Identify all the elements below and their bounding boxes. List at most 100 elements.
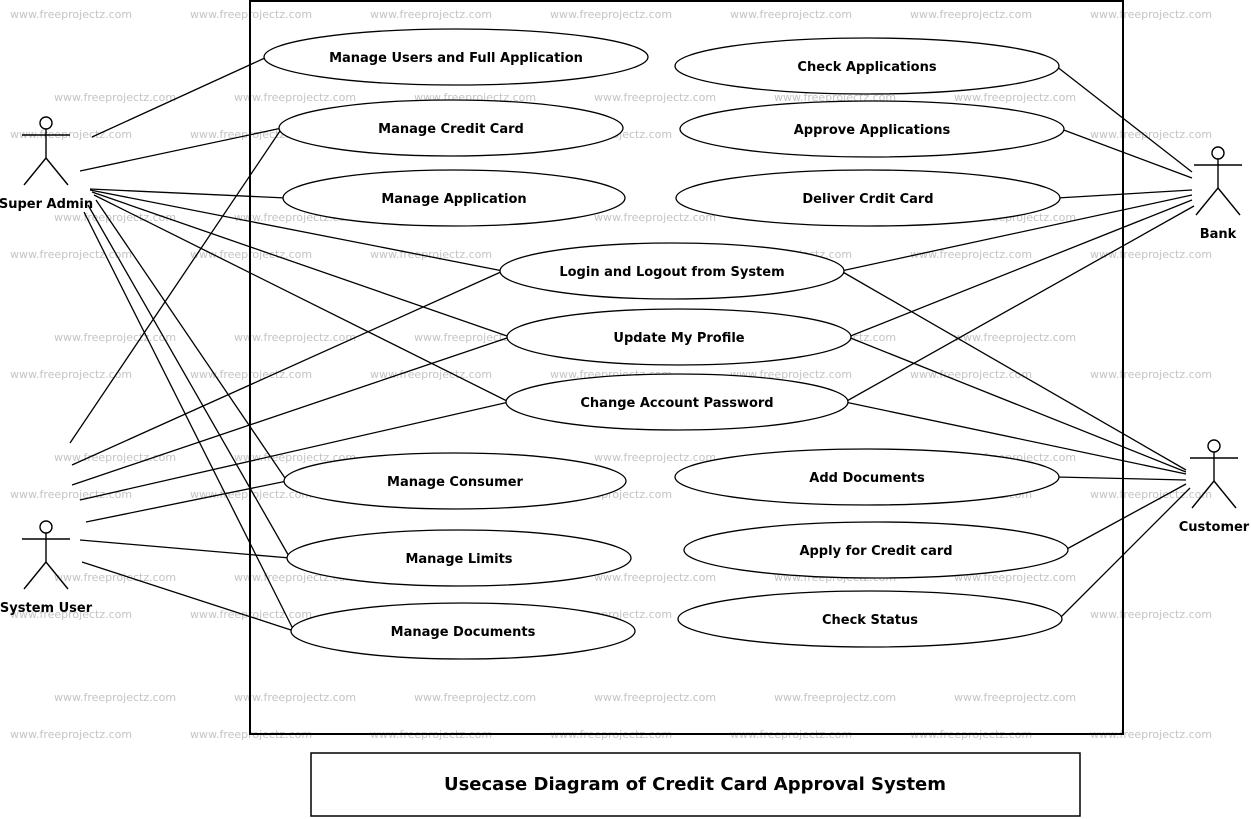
association-line-super_admin-uc2 (79, 127, 283, 172)
usecase-label: Manage Application (381, 192, 526, 207)
watermark-text: www.freeprojectz.com (234, 691, 357, 704)
association-line-customer-uc15 (1058, 487, 1191, 620)
usecase-ellipse (674, 37, 1060, 95)
usecase-label: Change Account Password (580, 396, 773, 411)
watermark-text: www.freeprojectz.com (730, 8, 853, 21)
usecase-ellipse (677, 590, 1063, 648)
usecase-uc10: Check Applications (674, 37, 1060, 95)
actor-right-leg (1213, 480, 1237, 509)
system-boundary (249, 0, 1124, 735)
watermark-text: www.freeprojectz.com (910, 8, 1033, 21)
usecase-label: Manage Documents (391, 625, 536, 640)
association-line-system_user-uc7 (85, 480, 288, 523)
usecase-label: Check Status (822, 613, 918, 628)
actor-left-leg (23, 561, 47, 590)
usecase-label: Add Documents (809, 471, 925, 486)
association-line-super_admin-uc3 (89, 188, 287, 199)
association-line-super_admin-uc8 (87, 204, 291, 559)
watermark-text: www.freeprojectz.com (414, 331, 537, 344)
actor-left-leg (23, 157, 47, 186)
usecase-label: Manage Limits (405, 552, 512, 567)
association-lines (69, 56, 1195, 632)
watermark-text: www.freeprojectz.com (954, 571, 1077, 584)
usecase-ellipse (674, 448, 1060, 506)
usecase-ellipse (283, 452, 627, 510)
usecase-ellipse (278, 99, 624, 157)
association-line-customer-uc13 (1055, 476, 1187, 481)
watermark-text: www.freeprojectz.com (10, 488, 133, 501)
usecase-uc5: Update My Profile (506, 308, 852, 366)
watermark-text: www.freeprojectz.com (594, 91, 717, 104)
watermark-text: www.freeprojectz.com (594, 451, 717, 464)
watermark-text: www.freeprojectz.com (10, 368, 133, 381)
association-line-super_admin-uc1 (91, 56, 268, 138)
usecase-layer: Manage Users and Full ApplicationManage … (263, 28, 1069, 660)
association-line-bank-uc10 (1055, 65, 1193, 173)
usecase-uc9: Manage Documents (290, 602, 636, 660)
actor-head-icon (39, 520, 53, 534)
association-line-customer-uc5 (847, 336, 1187, 473)
usecase-ellipse (679, 100, 1065, 158)
association-line-bank-uc12 (1056, 189, 1193, 199)
usecase-label: Manage Credit Card (378, 122, 524, 137)
usecase-uc8: Manage Limits (286, 529, 632, 587)
watermark-text: www.freeprojectz.com (910, 368, 1033, 381)
watermark-text: www.freeprojectz.com (910, 248, 1033, 261)
watermark-text: www.freeprojectz.com (234, 451, 357, 464)
usecase-ellipse (683, 521, 1069, 579)
usecase-ellipse (675, 169, 1061, 227)
watermark-text: www.freeprojectz.com (550, 8, 673, 21)
watermark-text: www.freeprojectz.com (1090, 368, 1213, 381)
actor-right-leg (45, 561, 69, 590)
association-line-system_user-uc8 (79, 539, 291, 559)
usecase-uc12: Deliver Crdit Card (675, 169, 1061, 227)
usecase-label: Apply for Credit card (799, 544, 952, 559)
actor-head-icon (1211, 146, 1225, 160)
watermark-text: www.freeprojectz.com (594, 691, 717, 704)
usecase-uc14: Apply for Credit card (683, 521, 1069, 579)
actor-head-icon (39, 116, 53, 130)
watermark-text: www.freeprojectz.com (10, 8, 133, 21)
usecase-ellipse (290, 602, 636, 660)
association-line-system_user-uc2 (69, 127, 283, 444)
association-line-super_admin-uc6 (93, 194, 510, 403)
association-line-customer-uc14 (1064, 483, 1187, 551)
actor-left-leg (1191, 480, 1215, 509)
actor-bank: Bank (1194, 146, 1242, 242)
usecase-uc1: Manage Users and Full Application (263, 28, 649, 86)
watermark-text: www.freeprojectz.com (594, 571, 717, 584)
actor-customer: Customer (1179, 439, 1250, 535)
watermark-text: www.freeprojectz.com (414, 691, 537, 704)
usecase-uc3: Manage Application (282, 169, 626, 227)
usecase-uc2: Manage Credit Card (278, 99, 624, 157)
watermark-text: www.freeprojectz.com (10, 128, 133, 141)
watermark-text: www.freeprojectz.com (10, 728, 133, 741)
usecase-uc6: Change Account Password (505, 373, 849, 431)
actor-head-icon (1207, 439, 1221, 453)
watermark-text: www.freeprojectz.com (594, 211, 717, 224)
association-line-bank-uc5 (847, 199, 1193, 338)
actor-label: System User (0, 601, 93, 616)
watermark-text: www.freeprojectz.com (370, 8, 493, 21)
association-line-bank-uc4 (840, 194, 1193, 272)
usecase-ellipse (506, 308, 852, 366)
watermark-text: www.freeprojectz.com (954, 331, 1077, 344)
usecase-label: Login and Logout from System (559, 265, 784, 280)
association-line-super_admin-uc4 (89, 189, 504, 272)
watermark-text: www.freeprojectz.com (54, 91, 177, 104)
usecase-ellipse (505, 373, 849, 431)
usecase-label: Manage Consumer (387, 475, 523, 490)
association-line-system_user-uc9 (81, 561, 295, 632)
watermark-text: www.freeprojectz.com (1090, 248, 1213, 261)
usecase-ellipse (499, 242, 845, 300)
watermark-text: www.freeprojectz.com (54, 571, 177, 584)
actor-right-leg (1217, 187, 1241, 216)
association-line-bank-uc6 (844, 205, 1195, 403)
watermark-text: www.freeprojectz.com (1090, 488, 1213, 501)
watermark-text: www.freeprojectz.com (1090, 728, 1213, 741)
actor-right-leg (45, 157, 69, 186)
diagram-caption: Usecase Diagram of Credit Card Approval … (444, 774, 946, 795)
